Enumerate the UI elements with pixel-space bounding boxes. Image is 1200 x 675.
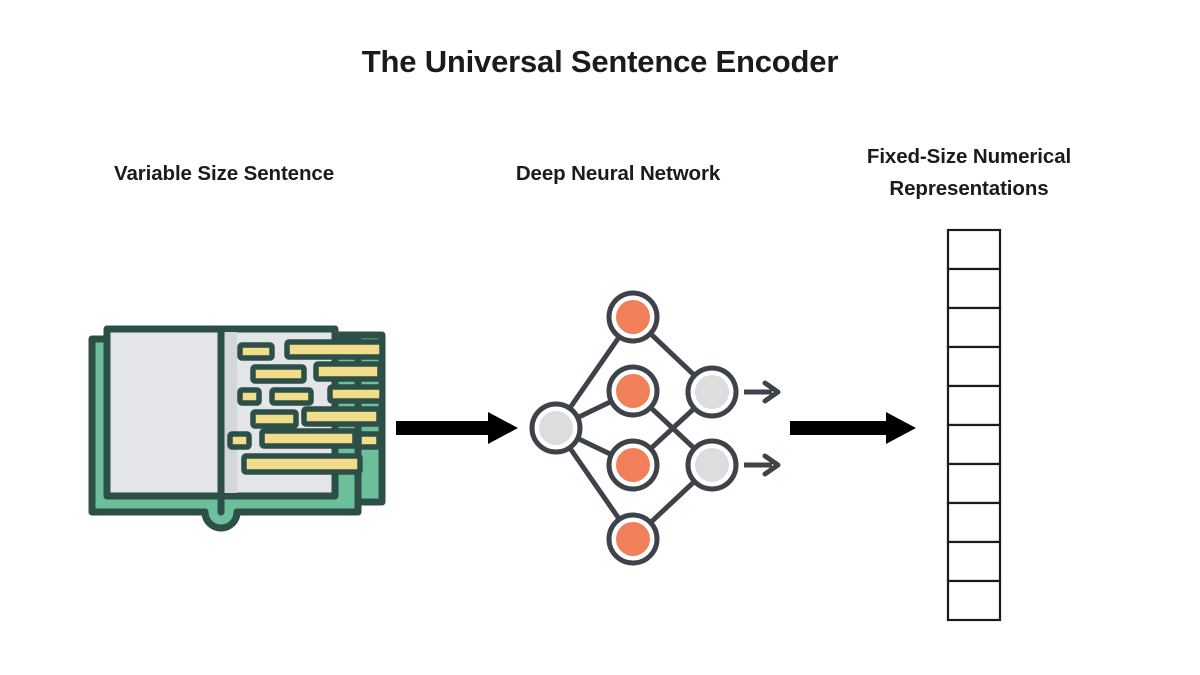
vector-grid-cell-9 — [946, 540, 1002, 583]
book-text-bar-6 — [269, 387, 314, 406]
network-output-arrow-head-2 — [762, 453, 781, 477]
book-text-bar-9 — [301, 406, 382, 427]
vector-grid-cell-8 — [946, 501, 1002, 544]
book-text-bar-10 — [227, 431, 252, 450]
network-hidden-node-1 — [616, 300, 650, 334]
page-title: The Universal Sentence Encoder — [361, 44, 839, 79]
arrow-sentence-to-network — [396, 412, 518, 444]
stage-label-output-line1: Fixed-Size Numerical — [866, 145, 1072, 168]
flow-arrows — [396, 412, 916, 444]
vector-grid-cell-1 — [946, 228, 1002, 271]
stage-label-network: Deep Neural Network — [515, 162, 721, 185]
stage-label-output: Fixed-Size Numerical Representations — [818, 141, 1120, 205]
network-output-arrow-head-1 — [762, 380, 781, 404]
arrow-network-to-vector — [790, 412, 916, 444]
book-text-bar-2 — [284, 339, 385, 360]
book-text-bar-12 — [356, 431, 382, 450]
stage-label-output-line2: Representations — [889, 176, 1049, 200]
stage-label-input: Variable Size Sentence — [114, 162, 334, 185]
network-output-node-1 — [695, 375, 729, 409]
vector-grid-cell-6 — [946, 423, 1002, 466]
network-input-node-1 — [539, 411, 573, 445]
network-output-arrows — [744, 380, 781, 477]
vector-grid-cell-5 — [946, 384, 1002, 427]
book-text-bar-1 — [237, 342, 275, 361]
network-hidden-node-2 — [616, 374, 650, 408]
book-page-shading — [223, 332, 237, 493]
book-text-bar-4 — [313, 361, 383, 382]
book-text-bar-7 — [327, 384, 385, 404]
book-spine-bump — [201, 508, 241, 532]
book-left-page — [103, 325, 225, 500]
network-nodes — [529, 290, 739, 566]
book-text-bar-13 — [241, 453, 363, 475]
vector-grid-cell-7 — [946, 462, 1002, 505]
vector-grid-cell-10 — [946, 579, 1002, 622]
network-output-node-2 — [695, 448, 729, 482]
book-text-bar-3 — [250, 364, 307, 384]
vector-grid-cell-2 — [946, 267, 1002, 310]
vector-grid-cell-4 — [946, 345, 1002, 388]
network-hidden-node-3 — [616, 448, 650, 482]
book-text-bar-8 — [250, 409, 299, 429]
vector-grid-cell-3 — [946, 306, 1002, 349]
open-book-icon — [88, 325, 386, 532]
book-text-bar-5 — [237, 387, 262, 406]
vector-grid — [946, 228, 1002, 622]
network-hidden-node-4 — [616, 522, 650, 556]
book-text-bar-11 — [259, 428, 358, 449]
